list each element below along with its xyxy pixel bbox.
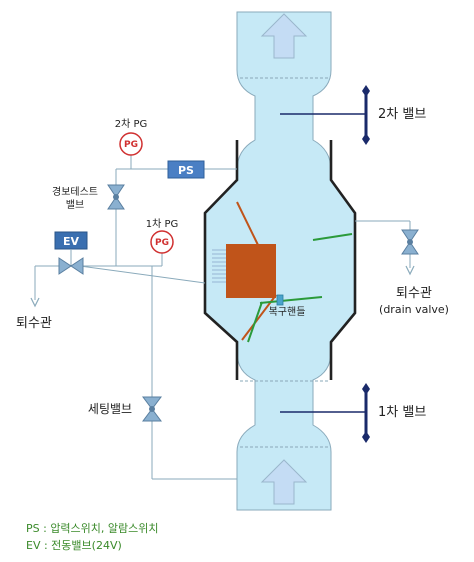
valve-core	[149, 406, 155, 412]
clapper-arm	[236, 201, 259, 246]
valve-core	[407, 239, 413, 245]
drain-left-arrow-icon	[30, 297, 40, 308]
legend-ev: EV : 전동밸브(24V)	[26, 539, 122, 552]
handle-tip	[362, 133, 370, 145]
drain-right-en-label: (drain valve)	[379, 303, 449, 316]
alarm-test-valve-label: 경보테스트	[52, 185, 98, 198]
ps-symbol: PS	[178, 164, 194, 177]
secondary-valve-label: 2차 밸브	[378, 107, 426, 122]
reset-handle-knob	[276, 294, 284, 306]
reset-lever	[247, 301, 263, 343]
valve-core	[113, 194, 119, 200]
pg-symbol: PG	[155, 238, 169, 248]
handle-tip	[362, 431, 370, 443]
pg2-label: 2차 PG	[115, 118, 148, 130]
legend-ps: PS : 압력스위치, 알람스위치	[26, 521, 159, 535]
valve-body-outline-right	[329, 140, 357, 380]
drain-left-label: 퇴수관	[16, 316, 52, 331]
pressure-switch-box	[167, 160, 205, 179]
seal-ring	[212, 249, 226, 283]
handle-tip	[362, 85, 370, 97]
pressure-gauge-1-icon	[150, 230, 174, 254]
setting-valve-label: 세팅밸브	[88, 402, 132, 416]
reset-handle-label: 복구핸들	[269, 306, 306, 318]
reset-lever	[259, 296, 323, 304]
drain-right-arrow-icon	[405, 265, 415, 276]
primary-valve-label: 1차 밸브	[378, 405, 426, 420]
pressure-gauge-2-icon	[119, 132, 143, 156]
clapper	[226, 244, 276, 298]
green-lever	[312, 233, 353, 241]
valve-body-outline	[203, 140, 239, 380]
flow-up-arrow-icon	[260, 459, 308, 505]
electric-valve-icon	[58, 257, 84, 275]
handle-tip	[362, 383, 370, 395]
pg1-label: 1차 PG	[146, 218, 179, 230]
ev-symbol: EV	[63, 235, 80, 248]
alarm-test-valve-label: 밸브	[66, 199, 84, 211]
pg-symbol: PG	[124, 140, 138, 150]
drain-right-label: 퇴수관	[396, 286, 432, 301]
riser-pipe	[204, 11, 356, 511]
flow-up-arrow-icon	[260, 13, 308, 59]
